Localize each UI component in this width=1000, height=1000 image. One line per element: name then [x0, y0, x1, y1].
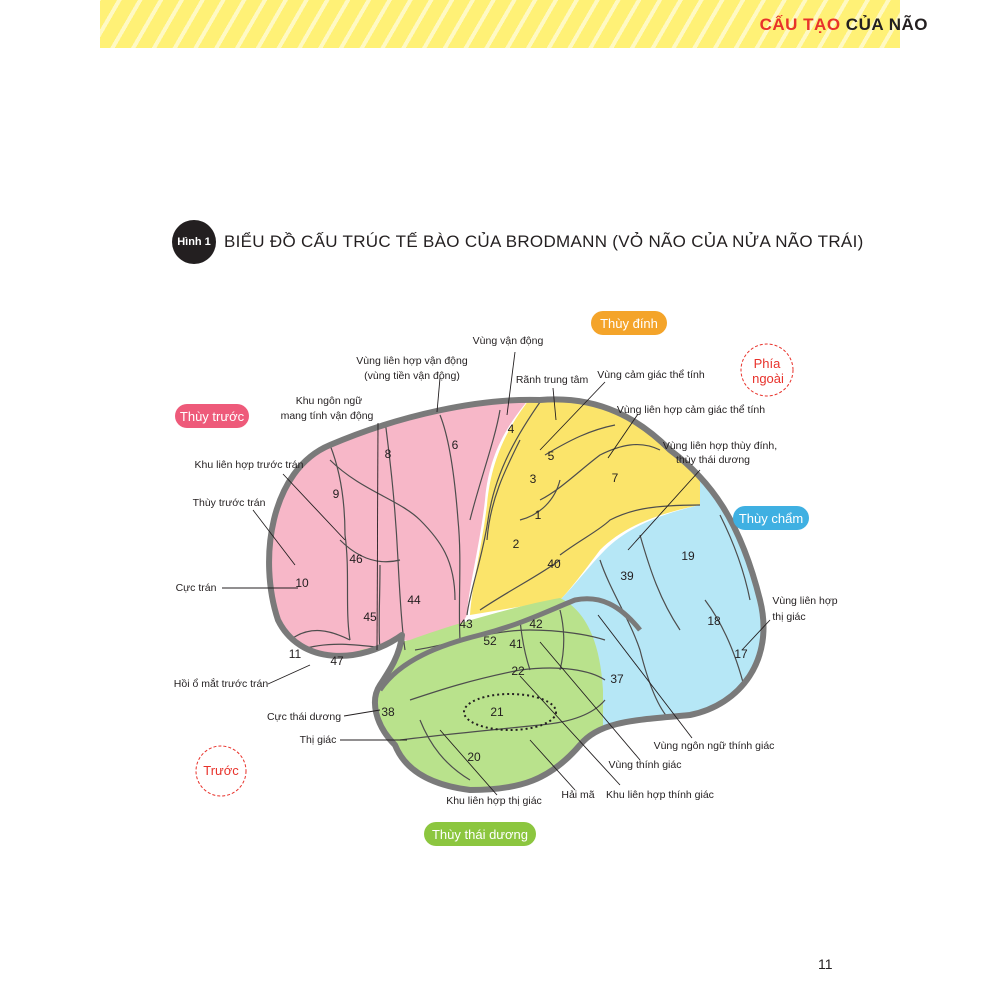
region-borders: [289, 399, 751, 781]
area-number: 9: [333, 487, 340, 501]
frontal-lobe-region: [269, 399, 545, 700]
area-number: 17: [734, 647, 748, 661]
label-temporal-pole: Cực thái dương: [267, 711, 341, 723]
label-parietotemporal-line2: thùy thái dương: [676, 454, 750, 466]
area-number: 8: [385, 447, 392, 461]
pill-frontal-label: Thùy trước: [180, 409, 245, 424]
anterior-label: Trước: [203, 763, 239, 778]
area-number: 4: [508, 422, 515, 436]
brodmann-area-numbers: 1 2 3 4 5 6 7 8 9 10 11 17 18 19 20 21 2…: [289, 422, 748, 764]
label-somatosensory-assoc: Vùng liên hợp cảm giác thể tính: [617, 404, 765, 416]
area-number: 43: [459, 617, 473, 631]
area-number: 47: [330, 654, 344, 668]
area-number: 18: [707, 614, 721, 628]
label-frontal-pole: Cực trán: [176, 582, 217, 594]
label-prefrontal: Thùy trước trán: [193, 497, 266, 509]
chapter-title-rest: CỦA NÃO: [840, 15, 928, 34]
label-central-sulcus: Rãnh trung tâm: [516, 374, 589, 386]
area-number: 44: [407, 593, 421, 607]
callout-labels: Vùng vận động Vùng liên hợp vận động (vù…: [174, 335, 838, 807]
chapter-title-accent: CẤU TẠO: [759, 15, 841, 34]
label-prefrontal-assoc: Khu liên hợp trước trán: [195, 459, 304, 471]
pill-frontal-bg: [175, 404, 249, 428]
pill-occipital-bg: [733, 506, 809, 530]
leader-lines: [222, 351, 771, 796]
parietal-lobe-region: [470, 399, 700, 615]
lobe-pills: Thùy trước Thùy đính Thùy chẩm Thùy thái…: [175, 311, 809, 846]
area-number: 11: [289, 647, 302, 661]
sylvian-fissure: [377, 596, 642, 692]
area-number: 2: [513, 537, 520, 551]
label-visual-assoc-area: Khu liên hợp thị giác: [446, 795, 542, 807]
area-number: 22: [511, 664, 525, 678]
label-premotor-line2: (vùng tiền vận động): [364, 370, 460, 382]
label-auditory: Vùng thính giác: [609, 759, 682, 771]
area-number: 19: [681, 549, 695, 563]
area-number: 37: [610, 672, 624, 686]
label-visual-assoc-line2: thị giác: [772, 611, 805, 623]
anterior-circle: [195, 745, 247, 797]
area-number: 38: [381, 705, 395, 719]
label-premotor-line1: Vùng liên hợp vận động: [356, 355, 468, 367]
figure-badge: Hình 1: [172, 220, 216, 264]
area-number: 40: [547, 557, 561, 571]
label-broca-line1: Khu ngôn ngữ: [296, 395, 363, 407]
pill-occipital-label: Thùy chẩm: [739, 511, 803, 526]
area-number: 5: [548, 449, 555, 463]
label-motor-area: Vùng vận động: [473, 335, 544, 347]
lateral-circle: [740, 343, 794, 397]
hippocampus-outline: [463, 693, 557, 731]
area-number: 10: [295, 576, 309, 590]
area-number: 20: [467, 750, 481, 764]
area-number: 45: [363, 610, 377, 624]
area-number: 21: [490, 705, 504, 719]
label-orbitofrontal: Hồi ổ mắt trước trán: [174, 677, 269, 690]
area-number: 7: [612, 471, 619, 485]
area-number: 52: [483, 634, 497, 648]
area-number: 3: [530, 472, 537, 486]
area-number: 46: [349, 552, 363, 566]
area-number: 41: [509, 637, 523, 651]
pill-parietal-label: Thùy đính: [600, 316, 658, 331]
label-somatosensory: Vùng cảm giác thể tính: [597, 369, 705, 381]
orientation-markers: Phía ngoài Trước: [195, 343, 794, 797]
label-hippocampus: Hải mã: [561, 789, 594, 801]
pill-parietal-bg: [591, 311, 667, 335]
label-visual: Thị giác: [300, 734, 337, 746]
brain-outline: [266, 396, 767, 793]
area-number: 39: [620, 569, 634, 583]
page-number: 11: [818, 956, 833, 972]
figure-title: BIỂU ĐỒ CẤU TRÚC TẾ BÀO CỦA BRODMANN (VỎ…: [224, 232, 864, 251]
pill-temporal-bg: [424, 822, 536, 846]
label-visual-assoc-line1: Vùng liên hợp: [772, 595, 837, 607]
pill-temporal-label: Thùy thái dương: [432, 827, 528, 842]
chapter-title: CẤU TẠO CỦA NÃO: [760, 15, 928, 35]
header-band: [100, 0, 900, 48]
label-auditory-assoc: Khu liên hợp thính giác: [606, 789, 714, 801]
area-number: 1: [535, 508, 542, 522]
lateral-line1: Phía: [754, 356, 782, 371]
area-number: 6: [452, 438, 459, 452]
label-broca-line2: mang tính vận động: [281, 410, 374, 422]
lateral-line2: ngoài: [752, 371, 784, 386]
area-number: 42: [529, 617, 543, 631]
label-parietotemporal-line1: Vùng liên hợp thùy đính,: [663, 440, 777, 452]
label-auditory-language: Vùng ngôn ngữ thính giác: [654, 740, 775, 752]
lobe-regions: [269, 399, 764, 790]
